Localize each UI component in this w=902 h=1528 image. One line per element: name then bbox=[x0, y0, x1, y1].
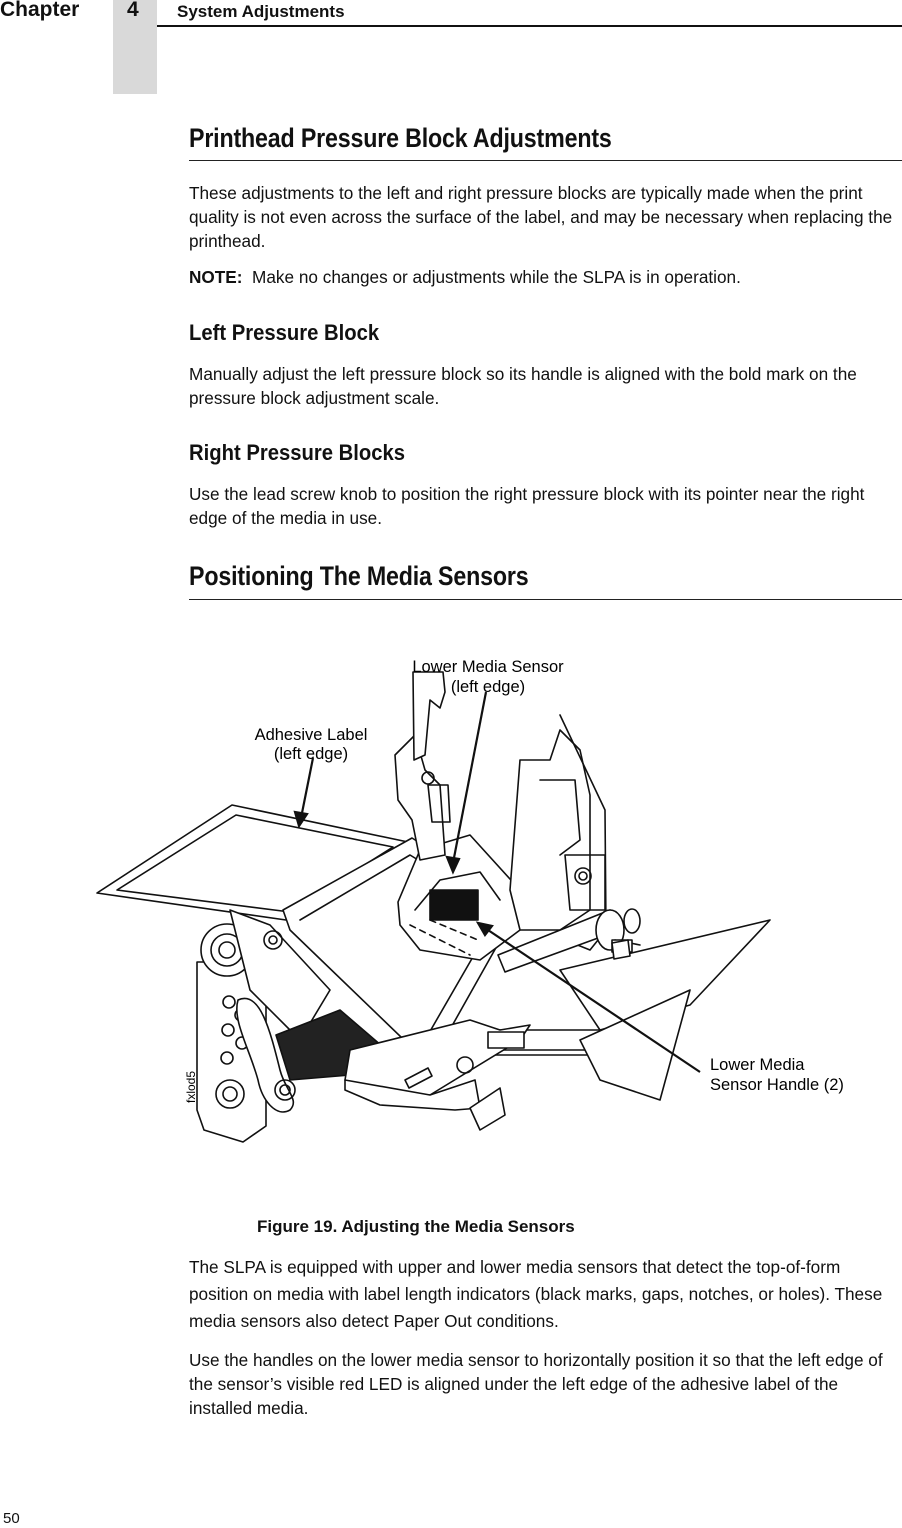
section-title-sensors: Positioning The Media Sensors bbox=[189, 561, 529, 591]
running-head: System Adjustments bbox=[177, 2, 345, 21]
pressure-intro: These adjustments to the left and right … bbox=[189, 183, 893, 251]
subtitle-right-pressure: Right Pressure Blocks bbox=[189, 440, 405, 465]
subtitle-left-pressure: Left Pressure Block bbox=[189, 320, 380, 345]
section-rule bbox=[189, 160, 902, 161]
figure-caption: Figure 19. Adjusting the Media Sensors bbox=[257, 1217, 575, 1236]
sensors-para2: Use the handles on the lower media senso… bbox=[189, 1350, 883, 1418]
art-id: fxlod5 bbox=[184, 1071, 198, 1103]
section-title-pressure: Printhead Pressure Block Adjustments bbox=[189, 123, 612, 153]
header-rule bbox=[157, 25, 902, 27]
callout-handle-line1: Lower Media bbox=[710, 1056, 805, 1074]
callout-handle-line2: Sensor Handle (2) bbox=[710, 1076, 844, 1094]
callout-lower-sensor-line2: (left edge) bbox=[451, 678, 525, 696]
media-sensor-figure: Lower Media Sensor (left edge) Adhesive … bbox=[96, 658, 844, 1143]
sensors-para1: The SLPA is equipped with upper and lowe… bbox=[189, 1257, 883, 1331]
right-pressure-text: Use the lead screw knob to position the … bbox=[189, 484, 865, 528]
section-rule bbox=[189, 599, 902, 600]
chapter-label: Chapter bbox=[0, 0, 80, 21]
note-text: Make no changes or adjustments while the… bbox=[252, 267, 741, 287]
chapter-number: 4 bbox=[127, 0, 139, 21]
chapter-tab bbox=[113, 0, 157, 94]
note: NOTE: Make no changes or adjustments whi… bbox=[189, 265, 902, 289]
callout-adhesive-line2: (left edge) bbox=[274, 745, 348, 763]
callout-adhesive-line1: Adhesive Label bbox=[255, 726, 368, 744]
left-pressure-text: Manually adjust the left pressure block … bbox=[189, 364, 857, 408]
page-number: 50 bbox=[3, 1510, 20, 1527]
note-label: NOTE: bbox=[189, 267, 243, 287]
callout-lower-sensor-line1: Lower Media Sensor bbox=[412, 658, 564, 676]
